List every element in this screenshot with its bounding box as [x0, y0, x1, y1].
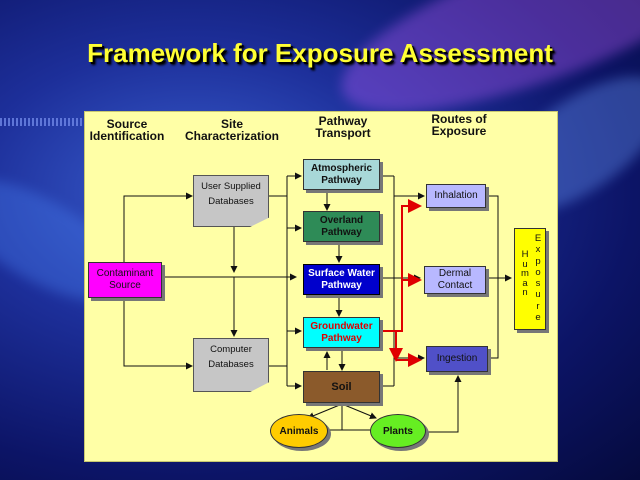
atmospheric-pathway-box: Atmospheric Pathway — [303, 159, 380, 190]
dermal-line1: Dermal — [438, 268, 472, 279]
surface-water-pathway-box: Surface Water Pathway — [303, 264, 380, 295]
exposure-letter: p — [535, 255, 541, 267]
human-letter: a — [522, 277, 528, 289]
header-source-line1: Source — [106, 117, 148, 131]
overland-line2: Pathway — [321, 226, 362, 238]
surface-water-line1: Surface Water — [308, 267, 375, 279]
computer-db-line1: Computer — [210, 344, 252, 355]
inhalation-box: Inhalation — [426, 184, 486, 208]
dermal-contact-box: Dermal Contact — [424, 266, 486, 294]
header-site: Site Characterization — [180, 118, 284, 142]
animals-oval: Animals — [270, 414, 328, 448]
user-db-line2: Databases — [208, 196, 254, 207]
ingestion-box: Ingestion — [426, 346, 488, 372]
decorative-stripes — [0, 118, 84, 126]
exposure-letter: e — [535, 312, 541, 324]
computer-db-line2: Databases — [208, 359, 254, 370]
overland-pathway-box: Overland Pathway — [303, 211, 380, 242]
contaminant-source-box: Contaminant Source — [88, 262, 162, 298]
human-letter: n — [522, 287, 528, 298]
soil-box: Soil — [303, 371, 380, 403]
human-vertical-text: H u m a n — [520, 250, 530, 298]
exposure-letter: E — [534, 233, 542, 244]
atmospheric-line2: Pathway — [321, 174, 362, 186]
slide-title: Framework for Exposure Assessment — [87, 38, 553, 68]
exposure-vertical-text: E x p o s u r e — [533, 233, 543, 323]
exposure-letter: x — [535, 244, 541, 256]
header-pathway-line2: Transport — [315, 126, 371, 140]
human-exposure-box — [514, 228, 546, 330]
overland-line1: Overland — [319, 214, 364, 226]
inhalation-label: Inhalation — [434, 190, 478, 201]
human-letter: u — [522, 258, 528, 270]
atmospheric-line1: Atmospheric — [310, 162, 373, 174]
user-db-line1: User Supplied — [201, 181, 261, 192]
groundwater-line2: Pathway — [321, 332, 362, 344]
exposure-letter: u — [535, 289, 541, 301]
user-supplied-databases-box: User Supplied Databases — [193, 175, 269, 227]
plants-label: Plants — [382, 425, 413, 437]
header-routes-line2: Exposure — [431, 124, 487, 138]
soil-label: Soil — [331, 381, 352, 393]
surface-water-line2: Pathway — [321, 279, 362, 291]
exposure-letter: s — [535, 278, 541, 290]
header-routes-line1: Routes of — [431, 112, 487, 126]
contaminant-source-line2: Source — [109, 280, 141, 291]
human-letter: m — [521, 268, 529, 279]
groundwater-pathway-box: Groundwater Pathway — [303, 317, 380, 348]
computer-databases-box: Computer Databases — [193, 338, 269, 392]
header-site-line2: Characterization — [184, 129, 280, 143]
animals-label: Animals — [279, 425, 319, 437]
human-letter: H — [521, 249, 529, 260]
header-source: Source Identification — [87, 118, 167, 142]
header-routes: Routes of Exposure — [414, 113, 504, 137]
header-source-line2: Identification — [89, 129, 165, 143]
ingestion-label: Ingestion — [436, 353, 478, 364]
header-pathway-line1: Pathway — [318, 114, 368, 128]
groundwater-line1: Groundwater — [310, 320, 373, 332]
plants-oval: Plants — [370, 414, 426, 448]
header-pathway: Pathway Transport — [298, 115, 388, 139]
contaminant-source-line1: Contaminant — [96, 268, 154, 279]
header-site-line1: Site — [220, 117, 243, 131]
exposure-letter: o — [535, 266, 541, 278]
exposure-letter: r — [536, 300, 540, 312]
dermal-line2: Contact — [437, 280, 473, 291]
